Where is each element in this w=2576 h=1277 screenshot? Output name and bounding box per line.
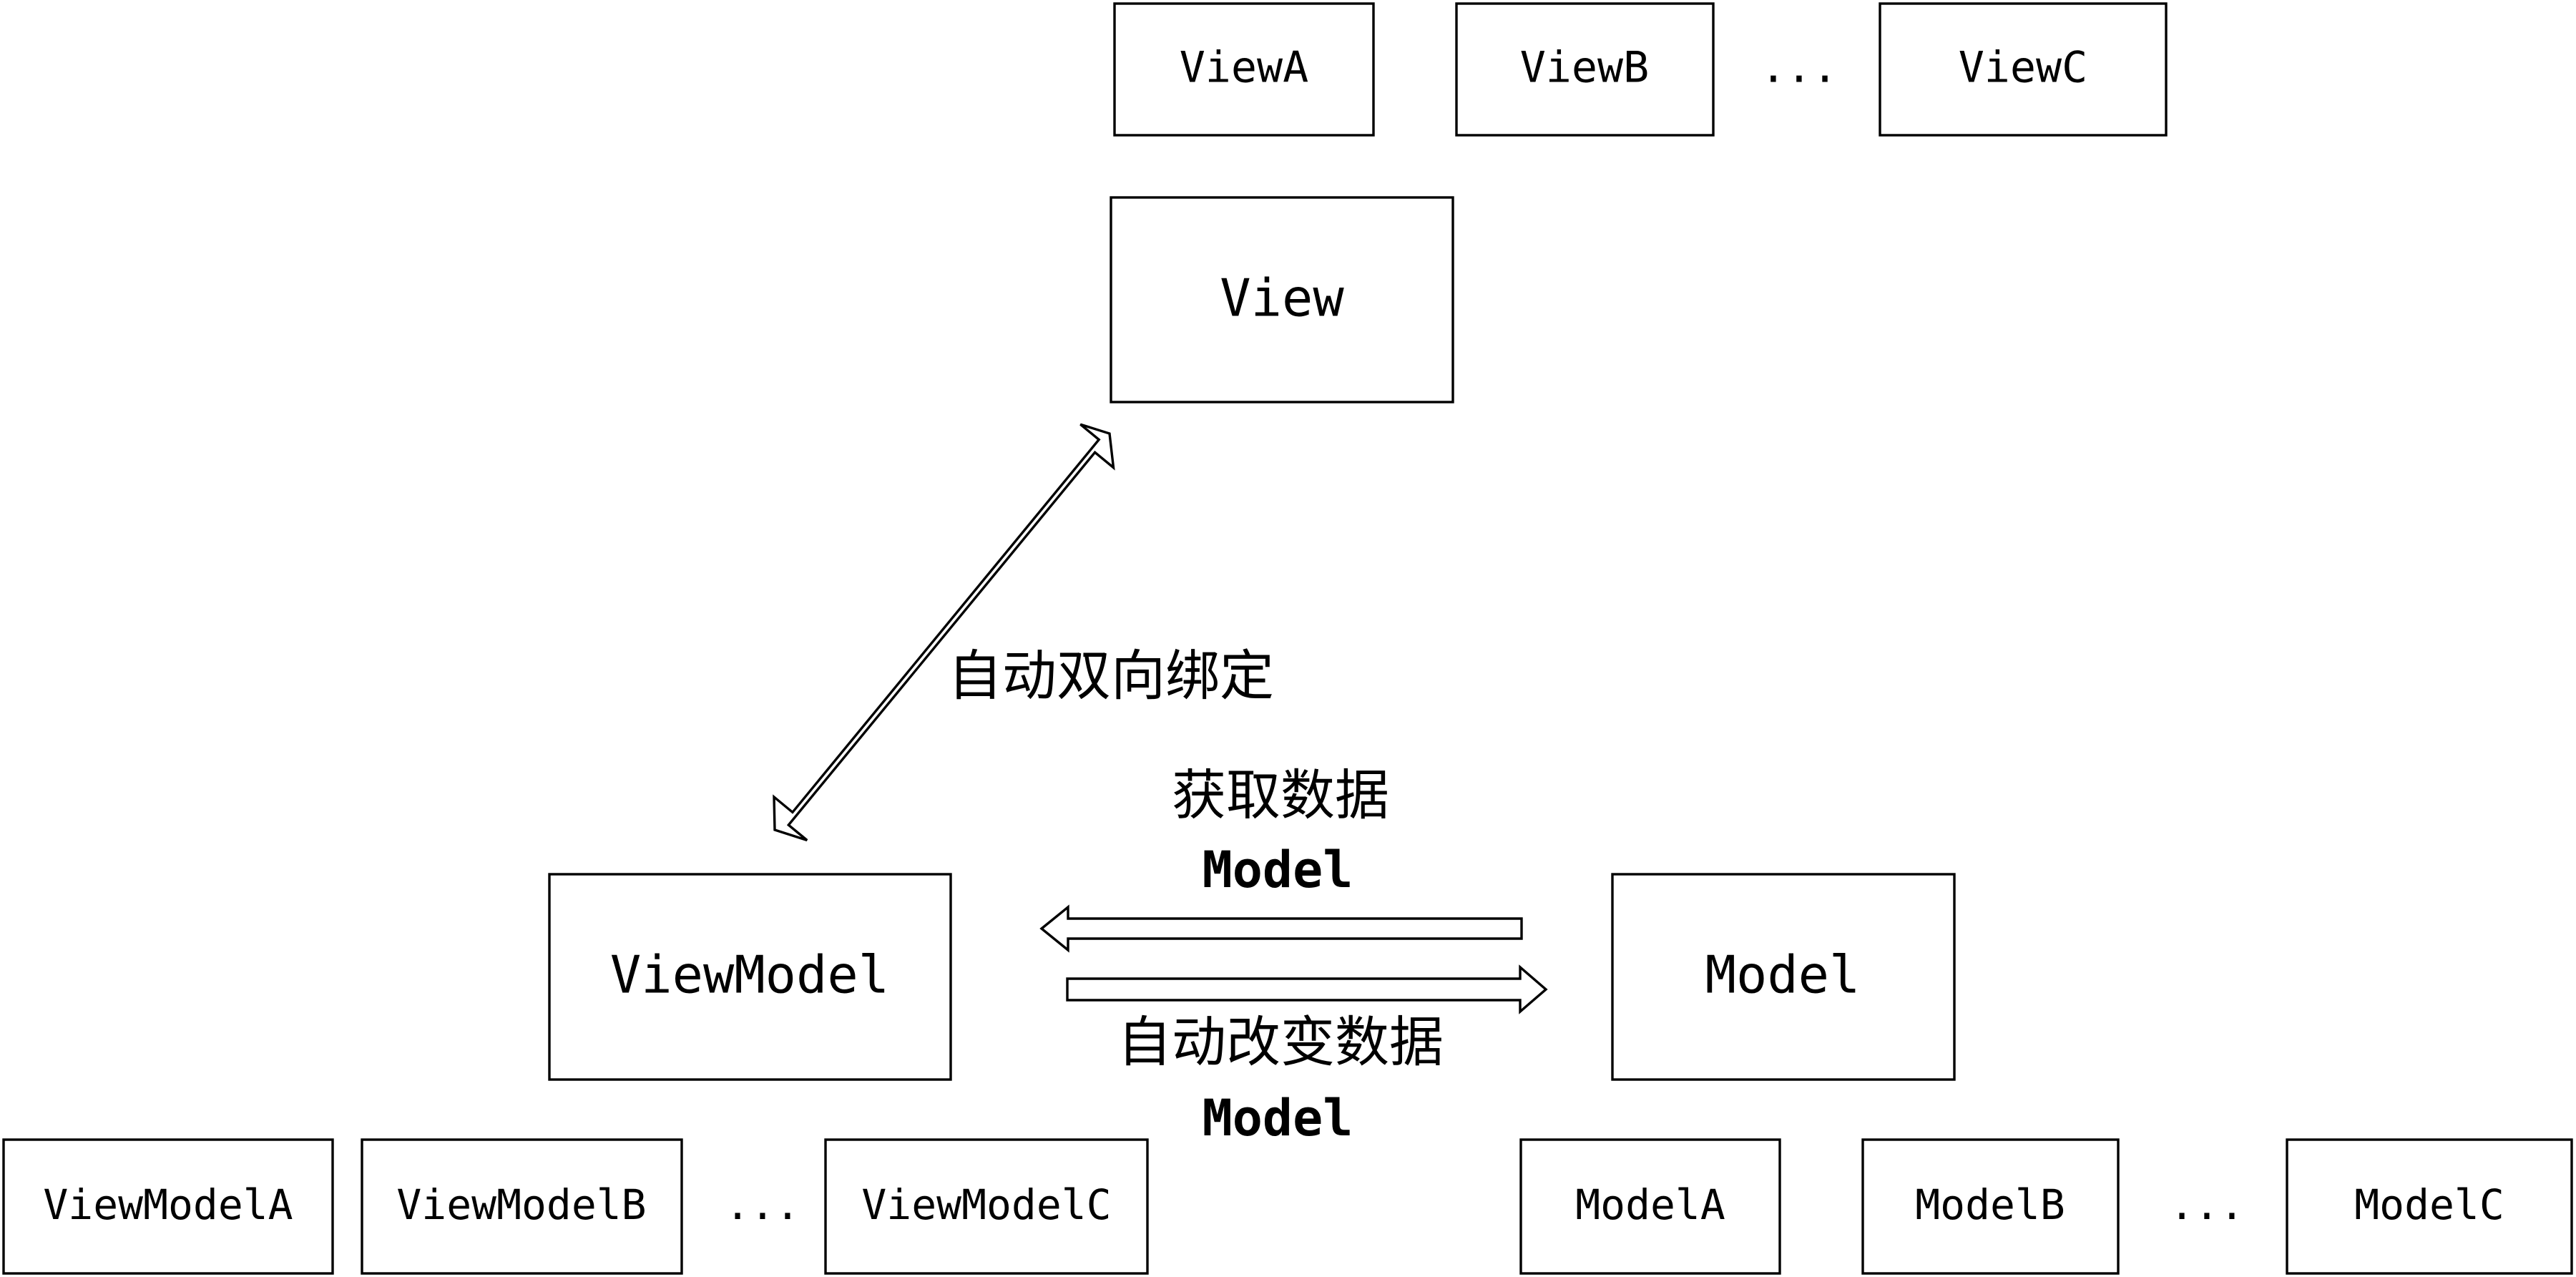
model-label: Model: [1705, 945, 1861, 1005]
fetch-label: 获取数据: [1172, 763, 1389, 827]
change-label: 自动改变数据: [1117, 1010, 1444, 1074]
views-ellipsis: ...: [1760, 43, 1838, 93]
model-b-node: ModelB: [1861, 1138, 2120, 1275]
view-b-node: ViewB: [1455, 2, 1715, 137]
viewmodel-c-node: ViewModelC: [824, 1138, 1149, 1275]
fetch-model-label: Model: [1203, 841, 1353, 899]
view-c-label: ViewC: [1959, 43, 2088, 93]
viewmodel-c-label: ViewModelC: [861, 1180, 1111, 1229]
fetch-arrow: [1039, 904, 1523, 953]
model-a-node: ModelA: [1519, 1138, 1781, 1275]
viewmodel-a-label: ViewModelA: [43, 1180, 293, 1229]
viewmodel-a-node: ViewModelA: [2, 1138, 334, 1275]
view-a-label: ViewA: [1180, 43, 1309, 93]
binding-double-arrow: [773, 423, 1115, 842]
models-ellipsis: ...: [2170, 1180, 2245, 1229]
model-c-node: ModelC: [2286, 1138, 2573, 1275]
model-node: Model: [1611, 873, 1956, 1081]
view-c-node: ViewC: [1879, 2, 2168, 137]
binding-label: 自动双向绑定: [948, 644, 1274, 708]
viewmodel-b-label: ViewModelB: [396, 1180, 646, 1229]
model-c-label: ModelC: [2354, 1180, 2504, 1229]
model-b-label: ModelB: [1915, 1180, 2065, 1229]
viewmodel-label: ViewModel: [610, 945, 889, 1005]
viewmodels-ellipsis: ...: [725, 1180, 800, 1229]
view-b-label: ViewB: [1520, 43, 1650, 93]
change-model-label: Model: [1203, 1089, 1353, 1148]
view-a-node: ViewA: [1113, 2, 1375, 137]
model-a-label: ModelA: [1575, 1180, 1725, 1229]
change-arrow: [1066, 964, 1548, 1014]
viewmodel-b-node: ViewModelB: [361, 1138, 683, 1275]
view-node: View: [1110, 196, 1454, 403]
viewmodel-node: ViewModel: [548, 873, 952, 1081]
view-label: View: [1220, 268, 1344, 328]
